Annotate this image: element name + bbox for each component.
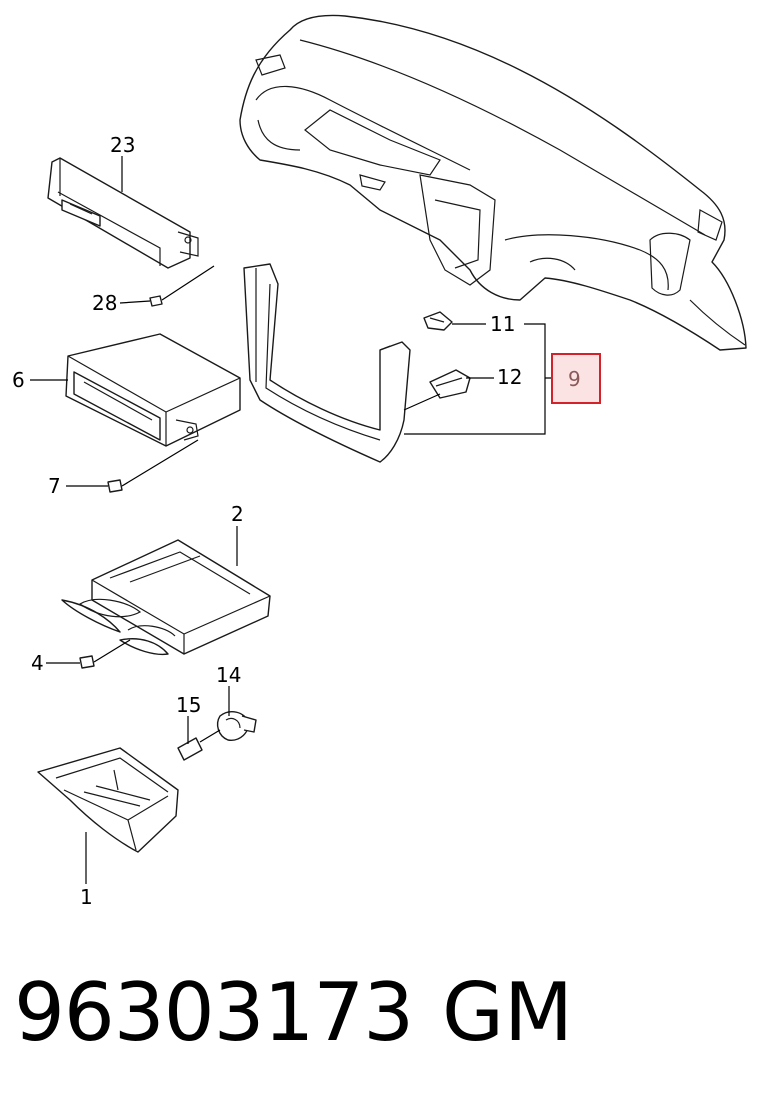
callout-9: 9	[568, 367, 581, 391]
part-15-plug	[177, 729, 221, 761]
part-23-switch-panel	[47, 157, 199, 269]
highlighted-part-9[interactable]: 9	[551, 353, 601, 404]
callout-12: 12	[497, 365, 522, 389]
callout-4: 4	[31, 651, 44, 675]
brand-name: GM	[442, 966, 574, 1059]
instrument-panel-drawing	[239, 14, 747, 351]
part-7-screw	[107, 439, 199, 493]
callout-6: 6	[12, 368, 25, 392]
leader-9-bracket	[403, 323, 556, 435]
callout-2: 2	[231, 502, 244, 526]
callout-15: 15	[176, 693, 201, 717]
leader-28	[119, 300, 151, 304]
center-console-bezel	[243, 263, 411, 463]
callout-14: 14	[216, 663, 241, 687]
part-2-cupholder	[61, 539, 271, 656]
part-6-radio-housing	[65, 333, 241, 447]
part-14-socket	[216, 711, 257, 741]
part-4-screw	[79, 639, 131, 669]
part-28-screw	[149, 265, 215, 307]
highlight-box[interactable]	[551, 353, 601, 404]
part-1-storage-box	[37, 747, 179, 853]
part-11-clip	[423, 311, 453, 331]
callout-28: 28	[92, 291, 117, 315]
callout-7: 7	[48, 474, 61, 498]
callout-23: 23	[110, 133, 135, 157]
part-number: 96303173	[14, 966, 414, 1059]
part-12-clip	[429, 369, 471, 399]
callout-1: 1	[80, 885, 93, 909]
callout-11: 11	[490, 312, 515, 336]
